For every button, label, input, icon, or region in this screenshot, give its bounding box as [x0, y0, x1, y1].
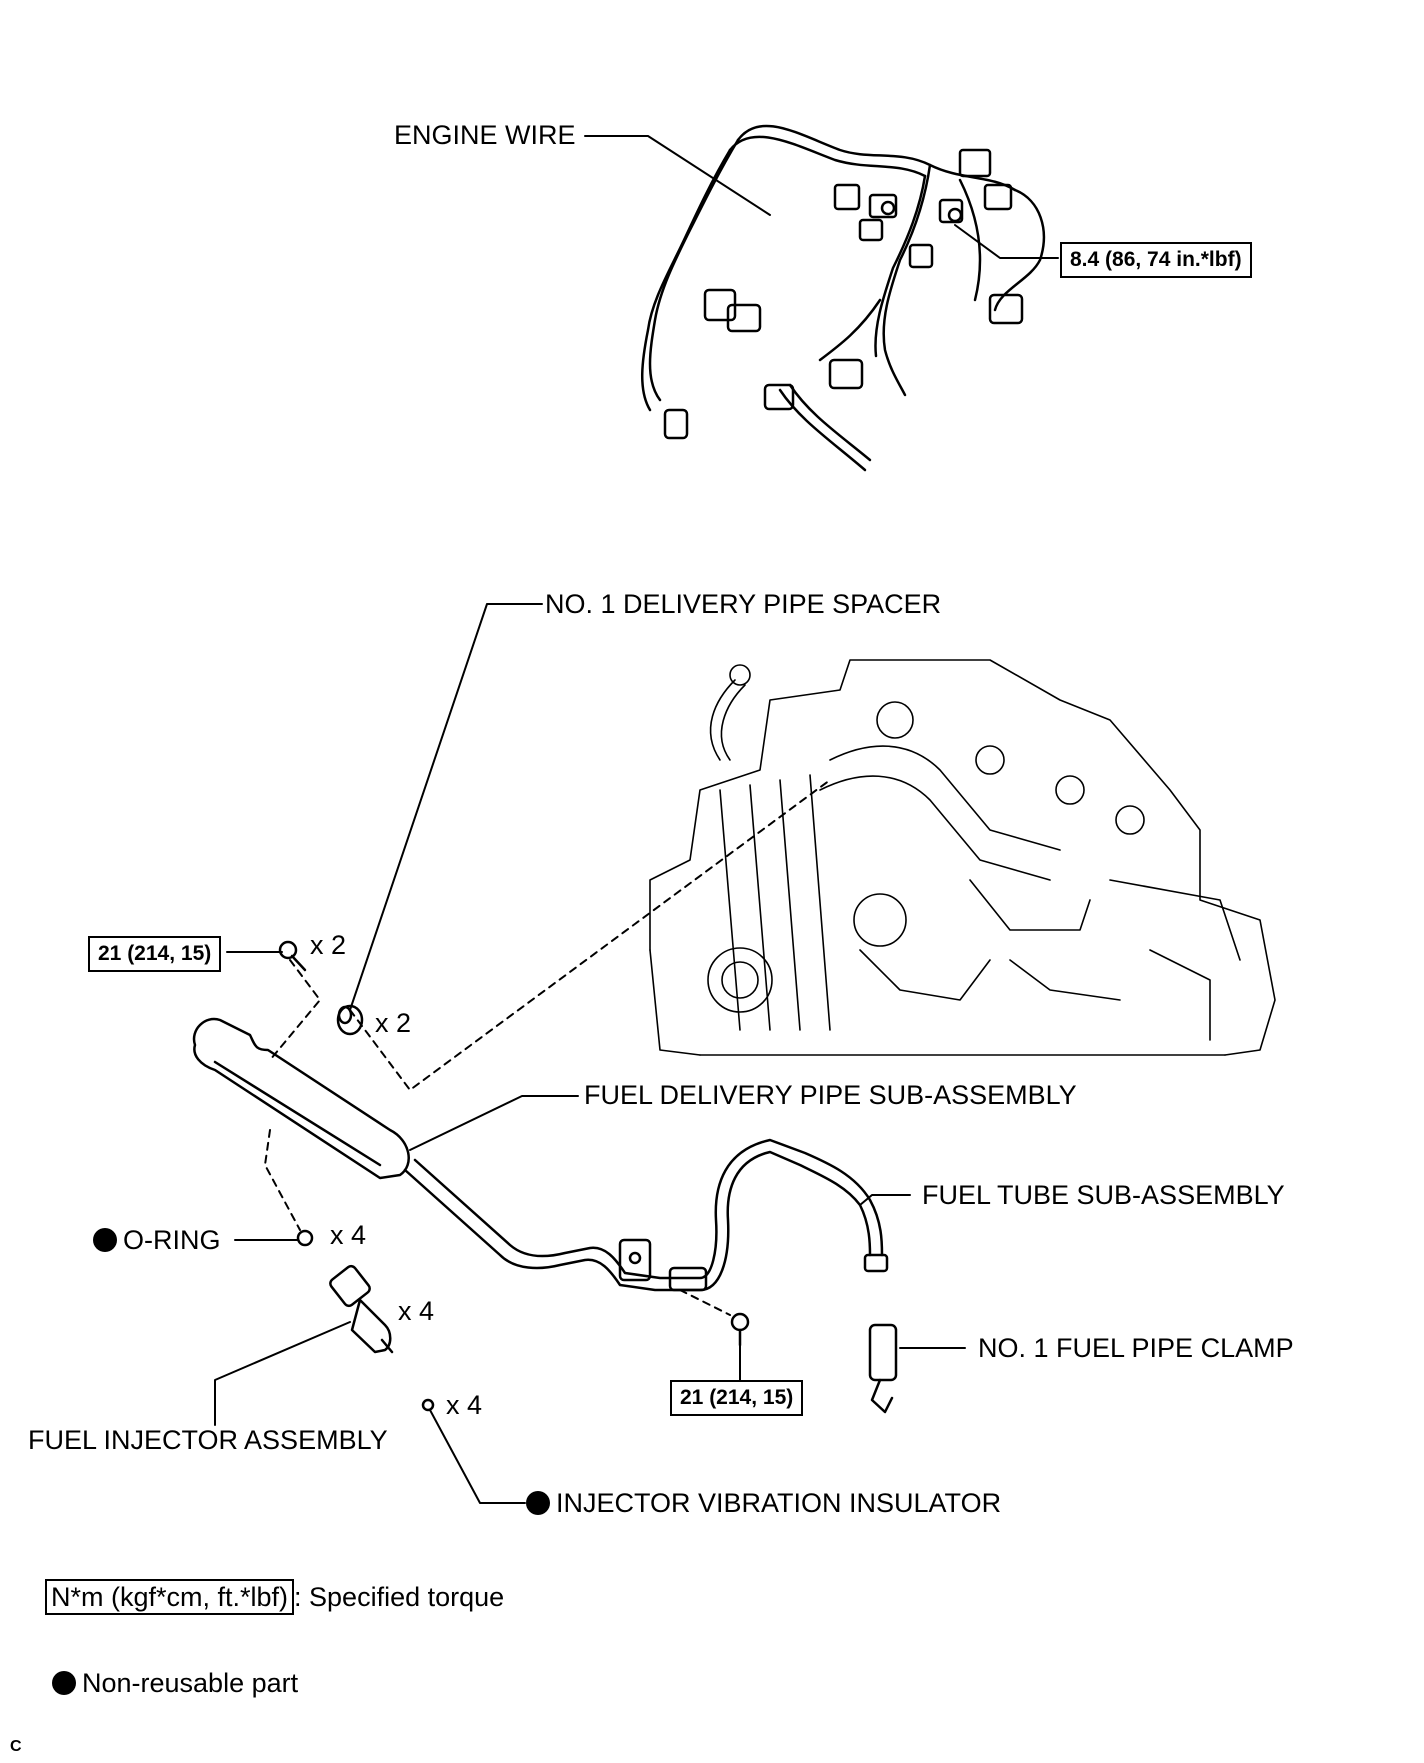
o-ring-label: O-RING: [93, 1225, 221, 1255]
insulator: [421, 1398, 435, 1412]
fuel-tube-bolt: [730, 1312, 750, 1347]
delivery-pipe-torque-box: 21 (214, 15): [88, 936, 222, 972]
delivery-pipe-spacer-label: NO. 1 DELIVERY PIPE SPACER: [545, 589, 942, 619]
nonreusable-legend: Non-reusable part: [52, 1668, 298, 1698]
corner-mark: C: [10, 1738, 22, 1755]
delivery-pipe-bolt: [278, 940, 307, 972]
o-ring-qty: x 4: [330, 1220, 367, 1250]
fuel-tube-torque-box: 21 (214, 15): [670, 1380, 804, 1416]
fuel-injector: [329, 1264, 394, 1354]
engine-wire-harness: [641, 124, 1045, 472]
spacer-mount-guide: [349, 779, 831, 1091]
tube-bolt-guide: [679, 1289, 731, 1316]
torque-unit-box: N*m (kgf*cm, ft.*lbf): [45, 1579, 295, 1615]
fuel-pipe-clamp: [868, 1323, 898, 1414]
bolt-guide: [269, 959, 321, 1061]
nonreusable-legend-text: Non-reusable part: [82, 1668, 299, 1698]
fuel-pipe-clamp-label: NO. 1 FUEL PIPE CLAMP: [978, 1333, 1294, 1363]
torque-legend-text: : Specified torque: [294, 1582, 505, 1612]
torque-legend: N*m (kgf*cm, ft.*lbf): Specified torque: [45, 1579, 505, 1615]
non-reusable-dot-icon: [526, 1491, 550, 1515]
fuel-tube: [403, 1138, 889, 1292]
engine-wire-torque-box: 8.4 (86, 74 in.*lbf): [1060, 242, 1252, 278]
fuel-delivery-pipe: [192, 1017, 410, 1180]
engine-block: [649, 659, 1276, 1056]
o-ring-text: O-RING: [123, 1225, 221, 1255]
vibration-insulator-text: INJECTOR VIBRATION INSULATOR: [556, 1488, 1002, 1518]
fuel-delivery-pipe-label: FUEL DELIVERY PIPE SUB-ASSEMBLY: [584, 1080, 1077, 1110]
injector-qty: x 4: [398, 1296, 435, 1326]
o-ring-guide: [264, 1129, 301, 1231]
non-reusable-dot-icon: [52, 1671, 76, 1695]
spacer-qty: x 2: [375, 1008, 412, 1038]
fuel-tube-label: FUEL TUBE SUB-ASSEMBLY: [922, 1180, 1285, 1210]
insulator-qty: x 4: [446, 1390, 483, 1420]
engine-wire-label: ENGINE WIRE: [394, 120, 576, 150]
delivery-bolt-qty: x 2: [310, 930, 347, 960]
leader-lines: [214, 135, 1059, 1504]
delivery-pipe-spacer: [336, 1004, 364, 1036]
fuel-injector-label: FUEL INJECTOR ASSEMBLY: [28, 1425, 388, 1455]
non-reusable-dot-icon: [93, 1228, 117, 1252]
o-ring: [296, 1229, 314, 1247]
vibration-insulator-label: INJECTOR VIBRATION INSULATOR: [526, 1488, 1001, 1518]
